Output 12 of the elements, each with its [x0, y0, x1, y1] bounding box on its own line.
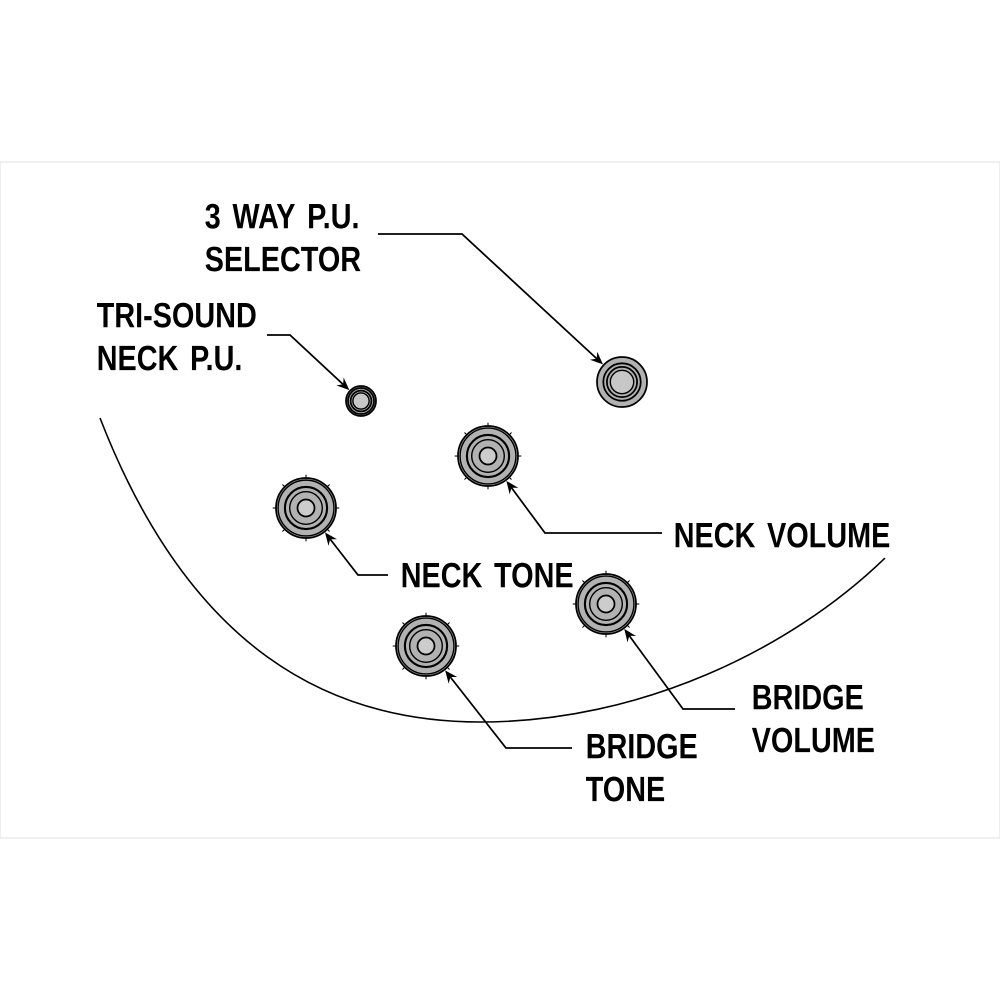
callout-label: NECK TONE: [402, 562, 572, 588]
knob-drawing: [345, 385, 377, 417]
knob-drawing: [454, 422, 522, 490]
knob-drawing: [572, 570, 640, 638]
callout-label: TRI-SOUND NECK P.U.: [97, 302, 256, 370]
callout-label: BRIDGE VOLUME: [752, 684, 874, 752]
knob-drawing: [596, 356, 648, 408]
callout-label: BRIDGE TONE: [586, 734, 697, 802]
callout-label: 3 WAY P.U. SELECTOR: [205, 204, 361, 272]
callout-label: NECK VOLUME: [676, 522, 890, 548]
knob-drawing: [392, 612, 460, 680]
knob-drawing: [272, 474, 340, 542]
